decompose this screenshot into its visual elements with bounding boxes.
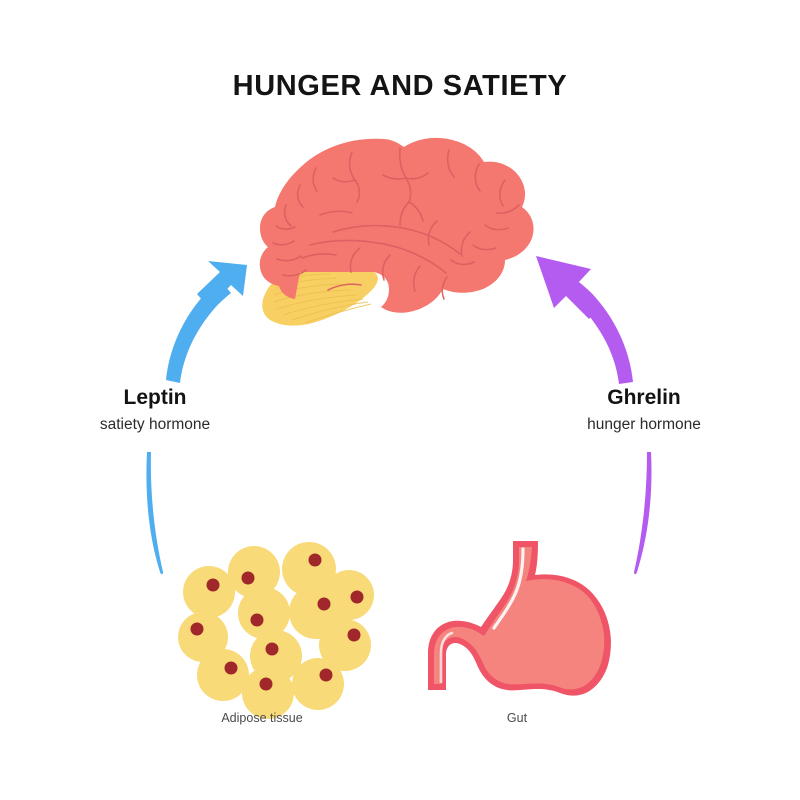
cerebrum-shape	[259, 137, 534, 313]
stomach-icon	[428, 541, 611, 696]
ghrelin-arrow-icon	[536, 256, 652, 575]
leptin-arrow-icon	[146, 261, 247, 575]
adipose-tissue-icon	[178, 542, 374, 719]
hormone-subtitle-ghrelin: hunger hormone	[587, 416, 701, 434]
hormone-subtitle-leptin: satiety hormone	[99, 416, 211, 434]
page-title: HUNGER AND SATIETY	[232, 70, 568, 102]
brain-icon	[259, 137, 534, 326]
hormone-name-leptin: Leptin	[123, 386, 187, 409]
organ-caption-gut: Gut	[506, 711, 528, 725]
hormone-label-leptin: Leptin satiety hormone	[35, 386, 275, 435]
hormone-name-ghrelin: Ghrelin	[607, 386, 681, 409]
hormone-label-ghrelin: Ghrelin hunger hormone	[524, 386, 764, 435]
organ-caption-adipose-tissue: Adipose tissue	[221, 711, 303, 725]
